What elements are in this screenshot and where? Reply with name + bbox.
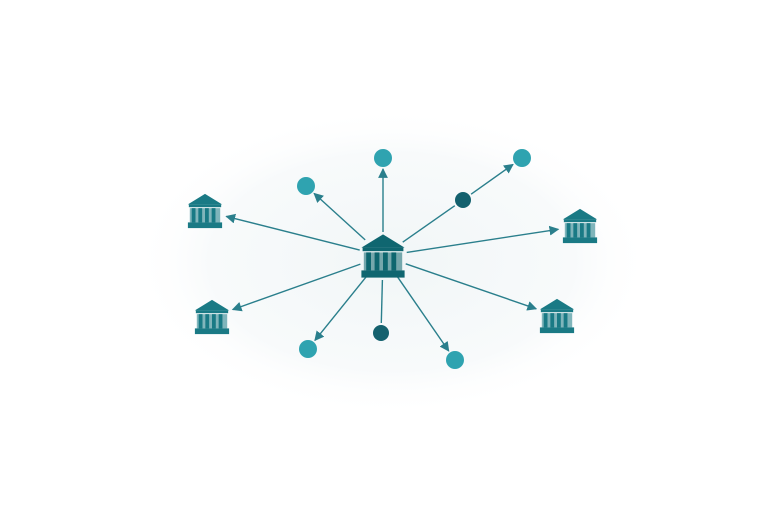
edge-hub-to-bank-left-top (225, 213, 360, 251)
node-bottom-right-circle (446, 351, 464, 369)
edge-hub-to-bank-right-bottom (405, 263, 538, 311)
edges-layer (225, 163, 560, 352)
nodes-layer (297, 149, 531, 369)
node-bottom-left-circle (299, 340, 317, 358)
node-bottom-circle (373, 325, 389, 341)
edge-hub-to-node-top-left (313, 192, 366, 241)
node-top-right-near-circle (455, 192, 471, 208)
edge-hub-to-bank-left-bottom (231, 263, 361, 312)
node-top-circle (374, 149, 392, 167)
node-top-left-circle (297, 177, 315, 195)
edge-hub-to-bank-right-top (406, 225, 560, 254)
edge-node-top-right-near-to-node-top-right-far (470, 163, 514, 195)
edge-hub-to-node-bottom (380, 279, 384, 324)
node-top-right-far-circle (513, 149, 531, 167)
edge-hub-to-node-bottom-right (396, 275, 450, 352)
edge-hub-to-node-bottom-left (314, 274, 369, 342)
edge-hub-to-node-top-right-near (402, 205, 456, 243)
